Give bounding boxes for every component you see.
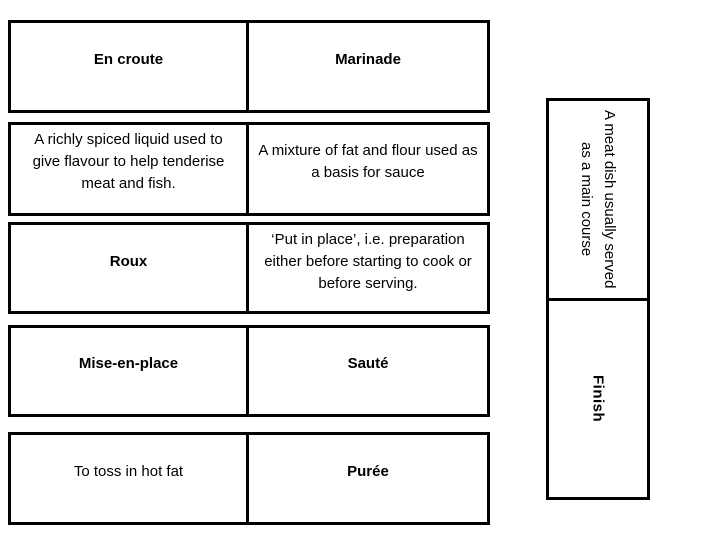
card-text: Marinade [335, 50, 401, 68]
card-row: En croute Marinade [8, 20, 490, 113]
card-text: En croute [93, 50, 164, 68]
card-text: Sauté [347, 355, 389, 372]
card-roux: Roux [11, 225, 249, 313]
card-definition-mise-en-place: ‘Put in place’, i.e. preparation either … [249, 225, 487, 313]
card-marinade: Marinade [249, 23, 487, 110]
card-definition-marinade: A richly spiced liquid used to give flav… [11, 125, 249, 213]
card-text: ‘Put in place’, i.e. preparation either … [264, 231, 472, 292]
card-text: To toss in hot fat [73, 462, 184, 480]
card-definition-main-course: A meat dish usually served as a main cou… [549, 101, 647, 301]
card-definition-saute: To toss in hot fat [11, 435, 249, 522]
card-text: Mise-en-place [78, 355, 179, 372]
card-text: Purée [347, 462, 389, 480]
vertical-card-text: Finish [589, 375, 607, 423]
card-text: Roux [109, 253, 148, 270]
card-row: Roux ‘Put in place’, i.e. preparation ei… [8, 222, 490, 314]
card-row: Mise-en-place Sauté [8, 325, 490, 417]
card-mise-en-place: Mise-en-place [11, 328, 249, 414]
card-row: To toss in hot fat Purée [8, 432, 490, 525]
card-en-croute: En croute [11, 23, 249, 110]
card-text: A richly spiced liquid used to give flav… [32, 131, 225, 192]
card-row: A richly spiced liquid used to give flav… [8, 122, 490, 216]
card-puree: Purée [249, 435, 487, 522]
card-saute: Sauté [249, 328, 487, 414]
card-text: A mixture of fat and flour used as a bas… [258, 142, 478, 181]
vertical-card-text: A meat dish usually served as a main cou… [578, 110, 618, 289]
card-finish: Finish [549, 301, 647, 497]
card-definition-roux: A mixture of fat and flour used as a bas… [249, 125, 487, 213]
side-panel: A meat dish usually served as a main cou… [546, 98, 650, 500]
